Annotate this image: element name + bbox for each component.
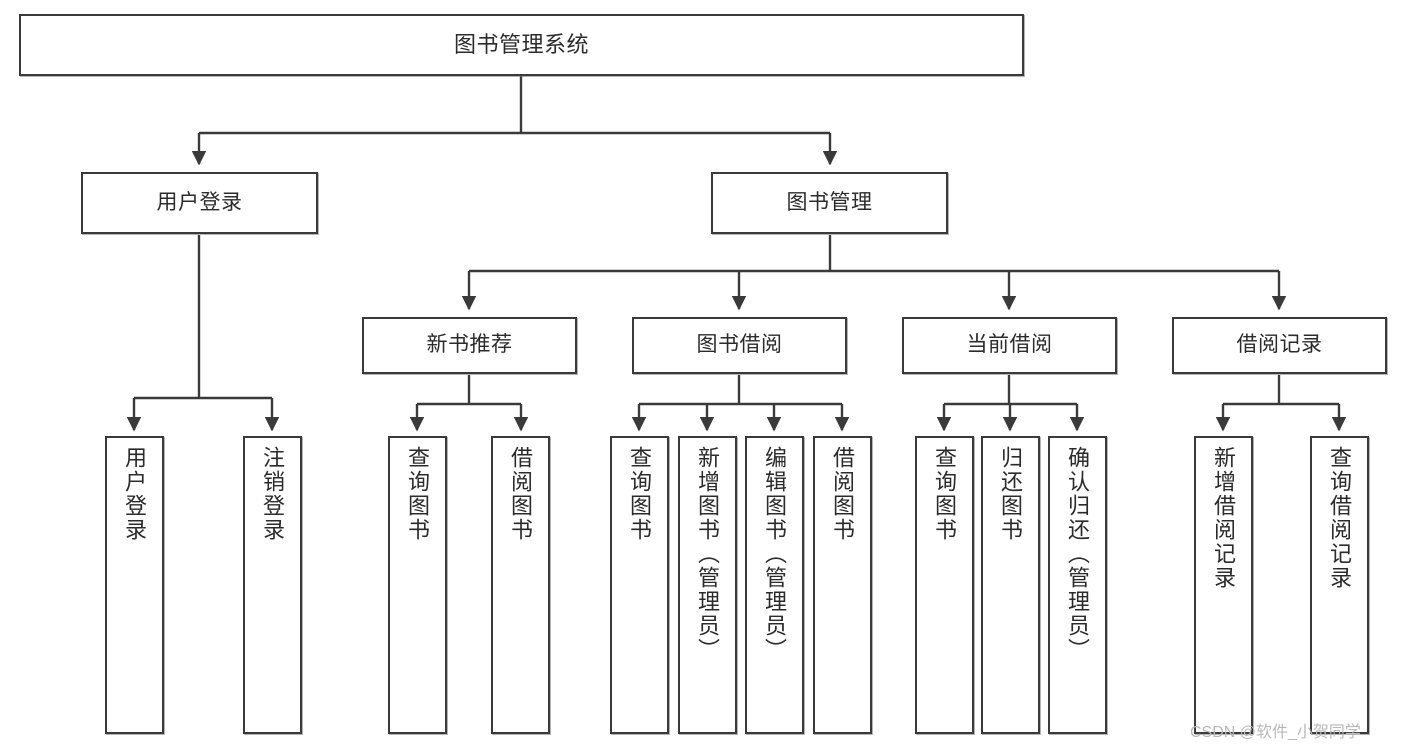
node-label: 图书管理系统: [453, 32, 589, 58]
node-label: 用户登录: [122, 446, 148, 542]
leaf-recommend-query-book[interactable]: 查询图书: [388, 436, 447, 734]
node-label: 查询图书: [405, 446, 431, 542]
node-label: 当前借阅: [966, 333, 1053, 357]
node-user-login[interactable]: 用户登录: [81, 172, 318, 234]
node-book-management[interactable]: 图书管理: [711, 172, 948, 234]
leaf-current-confirm-return-admin[interactable]: 确认归还（管理员）: [1048, 436, 1107, 734]
node-root-book-management-system[interactable]: 图书管理系统: [19, 14, 1024, 76]
leaf-borrow-borrow-book[interactable]: 借阅图书: [813, 436, 872, 734]
node-new-book-recommendation[interactable]: 新书推荐: [362, 317, 577, 374]
leaf-user-login-logout[interactable]: 注销登录: [243, 436, 302, 734]
node-label: 借阅图书: [508, 446, 534, 542]
leaf-current-query-book[interactable]: 查询图书: [915, 436, 974, 734]
node-label: 查询图书: [627, 446, 653, 542]
node-label: 图书管理: [786, 190, 873, 214]
csdn-watermark: CSDN @软件_小贺同学: [1190, 724, 1361, 741]
node-label: 新书推荐: [426, 333, 513, 357]
node-borrowing-record[interactable]: 借阅记录: [1172, 317, 1387, 374]
node-label: 借阅记录: [1236, 333, 1323, 357]
leaf-user-login-login[interactable]: 用户登录: [105, 436, 164, 734]
node-label: 借阅图书: [830, 446, 856, 542]
leaf-current-return-book[interactable]: 归还图书: [981, 436, 1040, 734]
leaf-record-query-borrow-record[interactable]: 查询借阅记录: [1310, 436, 1369, 734]
leaf-recommend-borrow-book[interactable]: 借阅图书: [491, 436, 550, 734]
node-label: 图书借阅: [696, 333, 783, 357]
node-label: 确认归还（管理员）: [1065, 446, 1091, 662]
leaf-borrow-add-book-admin[interactable]: 新增图书（管理员）: [678, 436, 737, 734]
leaf-borrow-query-book[interactable]: 查询图书: [610, 436, 669, 734]
node-current-borrowing[interactable]: 当前借阅: [902, 317, 1117, 374]
node-label: 新增图书（管理员）: [695, 446, 721, 662]
node-label: 查询图书: [932, 446, 958, 542]
node-label: 新增借阅记录: [1211, 446, 1237, 590]
node-label: 查询借阅记录: [1327, 446, 1353, 590]
leaf-borrow-edit-book-admin[interactable]: 编辑图书（管理员）: [745, 436, 804, 734]
leaf-record-add-borrow-record[interactable]: 新增借阅记录: [1194, 436, 1253, 734]
node-book-borrowing[interactable]: 图书借阅: [632, 317, 847, 374]
node-label: 归还图书: [998, 446, 1024, 542]
node-label: 注销登录: [260, 446, 286, 542]
node-label: 用户登录: [156, 190, 243, 214]
node-label: 编辑图书（管理员）: [762, 446, 788, 662]
